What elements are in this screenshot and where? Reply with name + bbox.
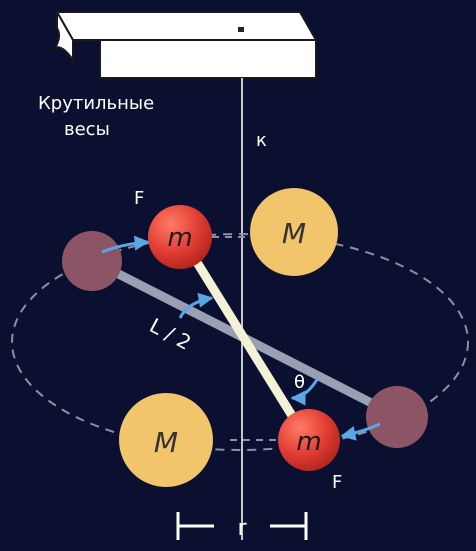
deflected-bar	[181, 240, 308, 438]
angle-arc	[290, 377, 320, 406]
large-mass-bottom	[119, 393, 213, 487]
title-line-2: весы	[64, 119, 110, 140]
title-line-1: Крутильные	[38, 93, 154, 114]
rotation-arrow-top	[101, 235, 150, 254]
mount-dot	[238, 27, 244, 32]
orbit-path	[11, 233, 469, 451]
angle-label: θ	[294, 372, 305, 393]
half-length-label: L / 2	[146, 313, 196, 355]
rotation-arrow-bottom	[340, 422, 381, 441]
distance-marker	[176, 512, 308, 540]
fiber-label: к	[256, 130, 267, 151]
small-mass-bottom	[278, 409, 340, 471]
ghost-mass-left	[62, 231, 122, 291]
small-mass-bottom-label: m	[296, 427, 321, 457]
small-mass-top	[148, 205, 212, 269]
force-label-top: F	[134, 188, 144, 209]
large-mass-bottom-label: M	[154, 426, 178, 459]
distance-label: r	[237, 516, 247, 541]
ghost-mass-right	[366, 386, 428, 448]
force-label-bottom: F	[332, 472, 342, 493]
ceiling-mount	[52, 8, 318, 79]
half-length-arrow	[178, 292, 214, 319]
small-mass-top-label: m	[167, 223, 192, 253]
large-mass-top	[250, 188, 338, 276]
large-mass-top-label: M	[282, 217, 306, 250]
